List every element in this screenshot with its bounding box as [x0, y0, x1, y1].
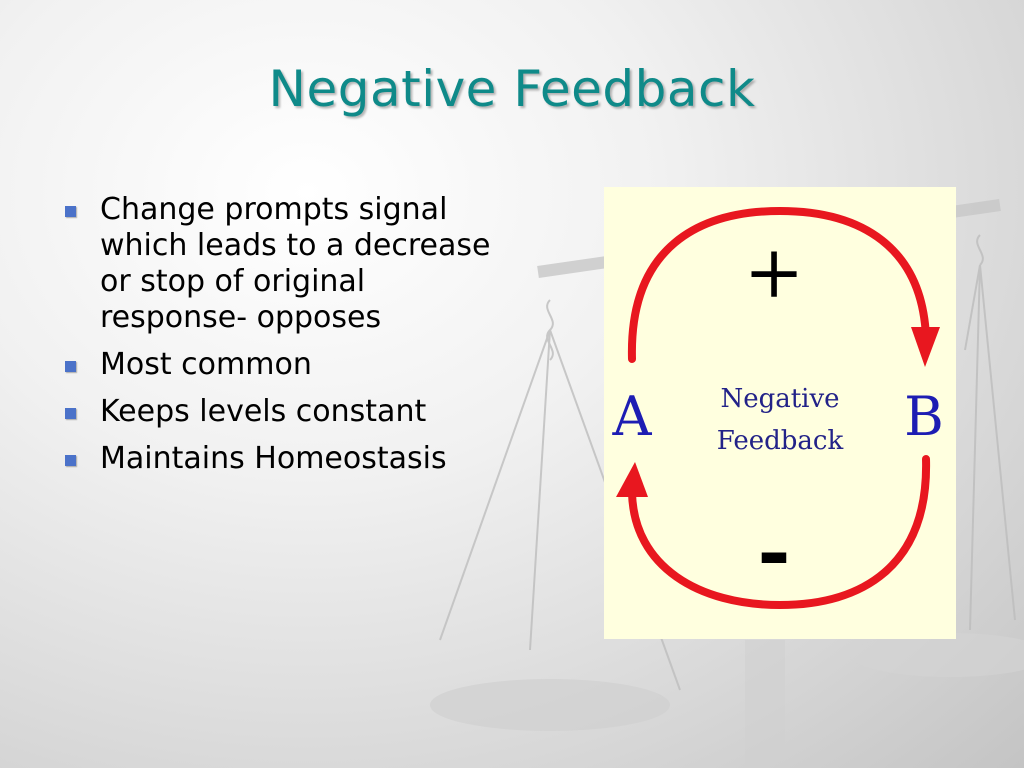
label-a: A [612, 385, 653, 448]
bullet-text: Keeps levels constant [100, 394, 427, 429]
bullet-item: Keeps levels constant [62, 394, 492, 430]
feedback-loop-svg: + - A B Negative Feedback [612, 206, 944, 610]
top-arrow-arc [627, 206, 930, 363]
top-arrowhead-icon [911, 327, 940, 367]
square-bullet-icon [65, 361, 76, 372]
bottom-arrow-arc [628, 455, 931, 610]
minus-symbol: - [757, 504, 790, 598]
bullet-item: Change prompts signal which leads to a d… [62, 192, 492, 336]
square-bullet-icon [65, 206, 76, 217]
bullet-item: Most common [62, 347, 492, 383]
plus-symbol: + [744, 230, 804, 314]
center-label-line-2: Feedback [717, 426, 844, 456]
square-bullet-icon [65, 408, 76, 419]
square-bullet-icon [65, 455, 76, 466]
bullet-text: Maintains Homeostasis [100, 441, 447, 476]
slide-title: Negative Feedback [268, 60, 756, 118]
bullet-item: Maintains Homeostasis [62, 441, 492, 477]
bullet-text: Change prompts signal which leads to a d… [100, 192, 491, 335]
center-label-line-1: Negative [720, 384, 839, 414]
label-b: B [904, 385, 944, 448]
feedback-loop-diagram: + - A B Negative Feedback [604, 187, 956, 639]
bullet-text: Most common [100, 347, 312, 382]
bottom-arrowhead-icon [616, 462, 648, 497]
bullet-list: Change prompts signal which leads to a d… [62, 192, 492, 488]
